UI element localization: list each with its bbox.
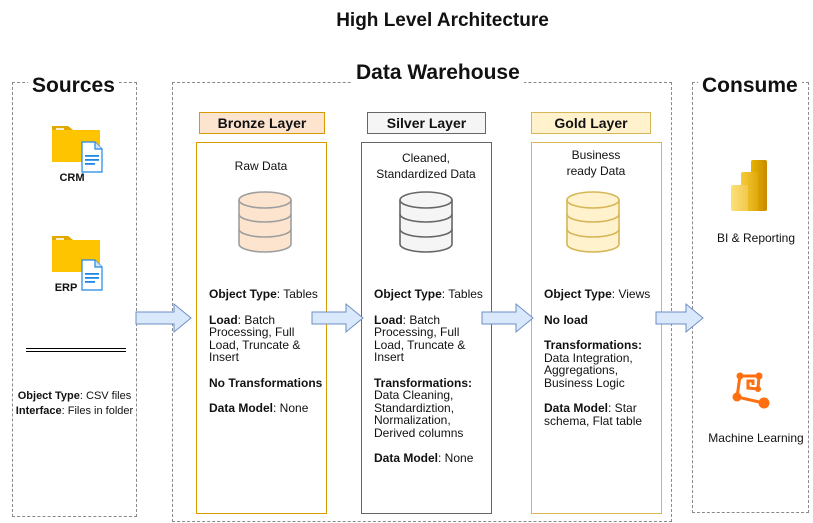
silver-details: Object Type: Tables Load: Batch Processi… xyxy=(374,288,488,478)
silver-layer-box[interactable] xyxy=(361,142,492,514)
arrow-sources-to-bronze xyxy=(135,302,192,334)
sources-title: Sources xyxy=(28,74,119,98)
transformations-value: Data Integration, Aggregations, Business… xyxy=(544,350,633,390)
arrow-bronze-to-silver xyxy=(311,302,364,334)
machine-learning-icon[interactable] xyxy=(731,370,773,412)
erp-label: ERP xyxy=(54,282,78,294)
silver-layer-label: Silver Layer xyxy=(367,112,486,134)
bronze-layer-label: Bronze Layer xyxy=(199,112,325,134)
gold-database-icon xyxy=(566,191,620,253)
erp-source[interactable] xyxy=(50,232,110,292)
machine-learning-label: Machine Learning xyxy=(708,431,804,445)
warehouse-title: Data Warehouse xyxy=(352,61,524,85)
load-value: : Batch Processing, Full Load, Truncate … xyxy=(209,312,301,364)
silver-database-icon xyxy=(399,191,453,253)
gold-details: Object Type: Views No load Transformatio… xyxy=(544,288,658,440)
data-model-label: Data Model xyxy=(209,401,274,415)
gold-layer-label: Gold Layer xyxy=(531,112,651,134)
arrow-silver-to-gold xyxy=(481,302,534,334)
consume-title: Consume xyxy=(698,74,802,98)
bronze-details: Object Type: Tables Load: Batch Processi… xyxy=(209,288,323,428)
load-label: Load xyxy=(209,312,238,327)
transformations-label: Transformations: xyxy=(374,375,473,390)
transformations-label: Transformations: xyxy=(544,338,643,352)
crm-label: CRM xyxy=(59,172,85,184)
load-label: Load xyxy=(374,312,403,327)
object-type-value: : CSV files xyxy=(79,390,132,402)
silver-description: Cleaned, Standardized Data xyxy=(376,151,476,181)
object-type-label: Object Type xyxy=(544,287,612,301)
data-model-label: Data Model xyxy=(544,401,609,415)
arrow-gold-to-consume xyxy=(655,302,704,334)
object-type-label: Object Type xyxy=(209,287,277,301)
gold-description: Business ready Data xyxy=(566,148,626,178)
power-bi-icon[interactable] xyxy=(730,160,770,212)
data-model-value: : None xyxy=(273,401,309,415)
sources-info: Object Type: CSV files Interface: Files … xyxy=(12,389,137,419)
crm-source[interactable] xyxy=(50,122,110,182)
load-label: No load xyxy=(544,312,588,327)
object-type-value: : Tables xyxy=(276,287,318,301)
data-model-value: : None xyxy=(438,451,474,465)
transformations-value: Data Cleaning, Standardiztion, Normaliza… xyxy=(374,388,464,440)
folder-document-icon xyxy=(52,236,103,291)
object-type-value: : Tables xyxy=(441,287,483,301)
bi-reporting-label: BI & Reporting xyxy=(716,231,796,245)
data-model-value: : Star schema, Flat table xyxy=(544,401,643,428)
data-model-label: Data Model xyxy=(374,451,439,465)
interface-value: : Files in folder xyxy=(61,405,134,417)
bronze-description: Raw Data xyxy=(234,159,288,173)
diagram-title: High Level Architecture xyxy=(336,10,549,31)
object-type-label: Object Type xyxy=(374,287,442,301)
transformations-label: No Transformations xyxy=(209,375,323,390)
consume-section xyxy=(692,82,809,513)
sources-divider xyxy=(26,348,126,352)
folder-document-icon xyxy=(52,126,103,173)
object-type-value: : Views xyxy=(611,287,651,301)
interface-label: Interface xyxy=(15,405,62,417)
bronze-database-icon xyxy=(238,191,292,253)
object-type-label: Object Type xyxy=(17,390,80,402)
load-value: : Batch Processing, Full Load, Truncate … xyxy=(374,312,466,364)
